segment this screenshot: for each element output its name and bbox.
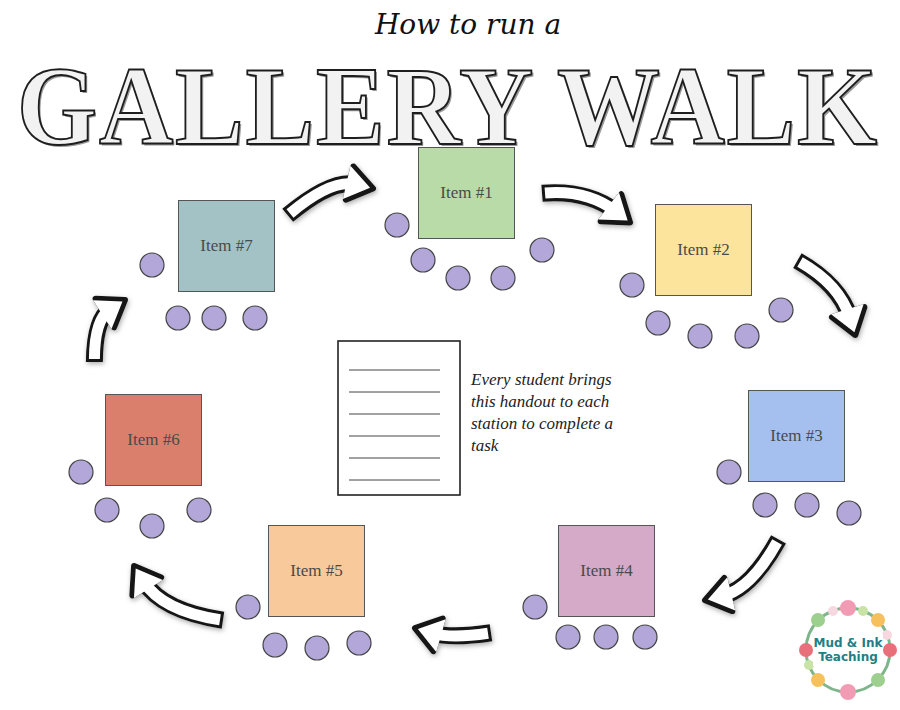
- flow-arrow: [542, 192, 630, 222]
- logo-text: Mud & Ink Teaching: [813, 634, 883, 666]
- item-label: Item #3: [770, 426, 822, 446]
- item-box: Item #7: [178, 200, 275, 292]
- item-box: Item #5: [268, 525, 365, 617]
- flow-arrow: [705, 539, 779, 611]
- subtitle-text: How to run a: [375, 8, 561, 41]
- arrow-outline: [722, 539, 778, 596]
- arrow-outline: [797, 261, 850, 318]
- flow-arrow: [415, 618, 491, 652]
- item-label: Item #2: [677, 240, 729, 260]
- note-text: Every student brings this handout to eac…: [471, 369, 621, 457]
- item-box: Item #4: [558, 525, 655, 617]
- arrow-fill: [800, 262, 850, 318]
- item-label: Item #6: [127, 430, 179, 450]
- arrow-head-fill: [93, 300, 122, 329]
- arrow-fill: [722, 542, 777, 596]
- flow-arrow: [797, 261, 864, 335]
- arrow-outline: [542, 193, 616, 212]
- flow-arrow: [132, 566, 223, 620]
- arrow-fill: [545, 193, 616, 212]
- handout-sheet: [338, 341, 460, 495]
- arrow-fill: [144, 581, 220, 620]
- item-label: Item #5: [290, 561, 342, 581]
- item-box: Item #3: [748, 390, 845, 482]
- arrow-outline: [144, 581, 223, 620]
- item-label: Item #1: [440, 183, 492, 203]
- arrow-head-fill: [831, 304, 863, 332]
- arrow-head-fill: [418, 619, 446, 652]
- logo-wreath: [799, 600, 897, 700]
- item-box: Item #2: [655, 204, 752, 296]
- arrow-head-fill: [708, 577, 735, 610]
- item-box: Item #1: [418, 147, 515, 239]
- title-text: GALLERY WALK: [17, 50, 879, 162]
- flow-arrow: [93, 299, 125, 362]
- flow-arrow: [288, 166, 373, 216]
- item-box: Item #6: [105, 394, 202, 486]
- arrow-head-fill: [343, 166, 370, 199]
- arrow-head-fill: [598, 192, 627, 220]
- item-label: Item #4: [580, 561, 632, 581]
- item-label: Item #7: [200, 236, 252, 256]
- arrow-head-fill: [134, 569, 163, 598]
